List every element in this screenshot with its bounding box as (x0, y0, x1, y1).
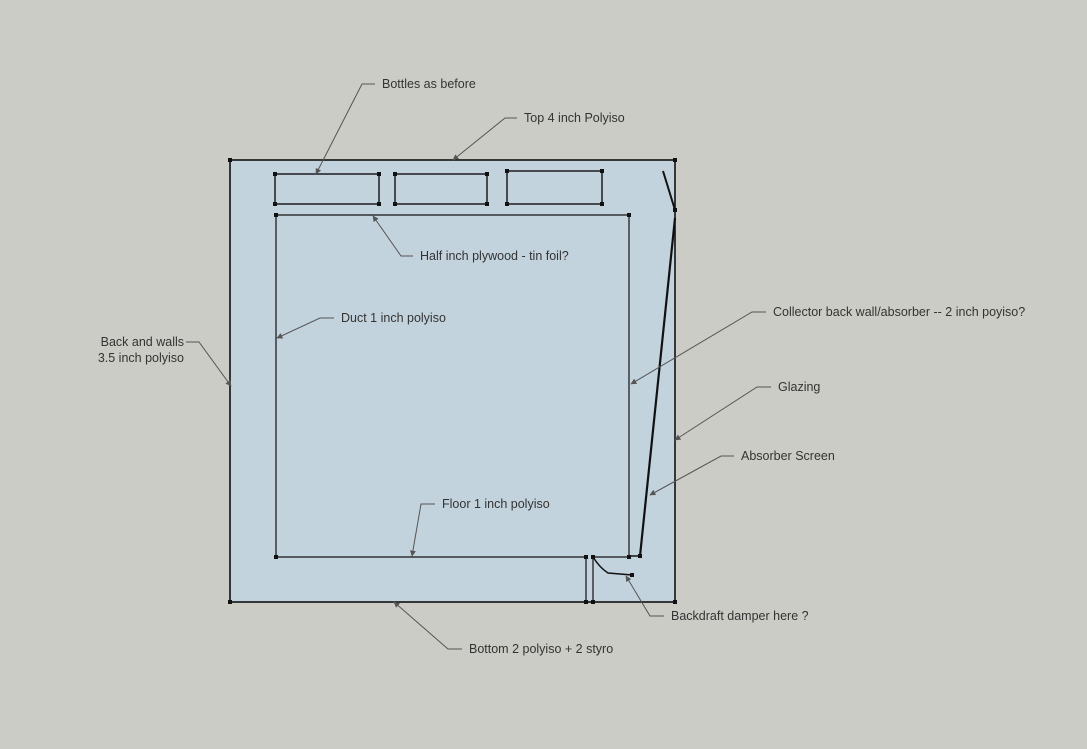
bottle-2 (394, 173, 488, 205)
leader-collector (630, 311, 766, 385)
bottle-1 (274, 173, 380, 205)
label-bottom: Bottom 2 polyiso + 2 styro (469, 642, 614, 656)
leader-duct (276, 317, 334, 339)
label-absorber-screen: Absorber Screen (741, 449, 835, 463)
label-top: Top 4 inch Polyiso (524, 111, 625, 125)
bottle-3 (506, 170, 603, 205)
label-plywood: Half inch plywood - tin foil? (420, 249, 569, 263)
label-back-walls-line2: 3.5 inch polyiso (97, 351, 184, 365)
label-floor: Floor 1 inch polyiso (442, 497, 550, 511)
leader-back-walls (186, 341, 232, 387)
label-duct: Duct 1 inch polyiso (341, 311, 446, 325)
damper-flap (592, 556, 633, 576)
absorber-screen-top (662, 170, 676, 211)
leader-plywood (372, 215, 413, 257)
leader-damper (625, 575, 664, 617)
leader-floor (409, 503, 435, 557)
inner-duct (275, 214, 630, 557)
leader-absorber (649, 455, 734, 496)
vertex-dots (228, 158, 677, 604)
leader-bottom (393, 601, 462, 650)
label-damper: Backdraft damper here ? (671, 609, 809, 623)
label-collector: Collector back wall/absorber -- 2 inch p… (773, 305, 1026, 319)
label-back-walls: Back and walls 3.5 inch polyiso (84, 334, 184, 366)
label-back-walls-line1: Back and walls (100, 335, 184, 349)
label-bottles: Bottles as before (382, 77, 476, 91)
leader-bottles (315, 83, 375, 175)
leader-top (452, 117, 517, 161)
leader-glazing (674, 386, 771, 441)
absorber-screen (638, 217, 677, 557)
label-glazing: Glazing (778, 380, 821, 394)
outer-box (229, 159, 676, 603)
